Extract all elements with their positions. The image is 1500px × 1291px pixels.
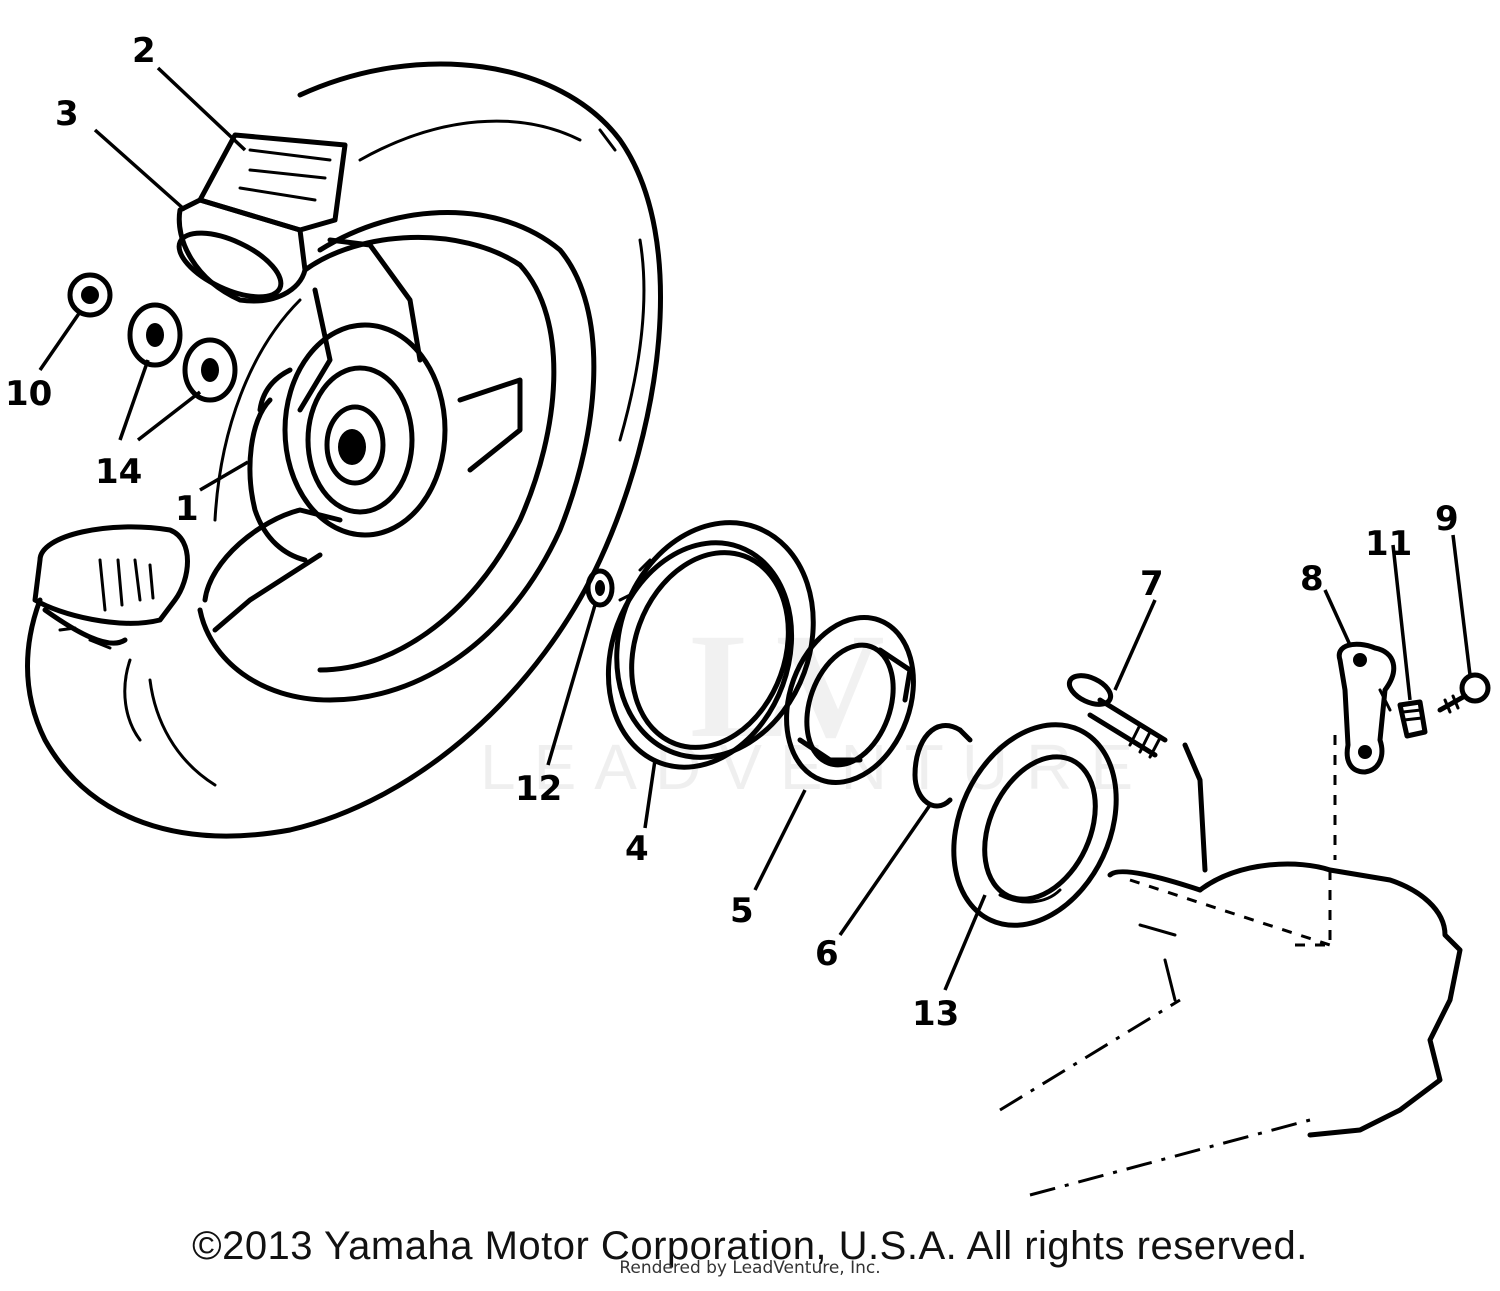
callout-5: 5 xyxy=(730,891,754,931)
callout-8: 8 xyxy=(1300,559,1324,599)
leader-lines xyxy=(38,66,1472,991)
rendered-by-note: Rendered by LeadVenture, Inc. xyxy=(619,1258,881,1278)
callout-labels: 2 3 10 14 1 12 4 5 6 13 7 8 11 9 xyxy=(5,31,1459,1034)
callout-10: 10 xyxy=(5,374,52,414)
oil-seal-part-13 xyxy=(951,722,1119,928)
brake-lever-part-8 xyxy=(1336,641,1397,775)
callout-12: 12 xyxy=(515,769,562,809)
callout-13: 13 xyxy=(912,994,959,1034)
washers-part-14 xyxy=(127,302,238,403)
brake-drum-part-4 xyxy=(605,520,816,770)
seal-part-12 xyxy=(585,568,615,608)
copyright-notice: ©2013 Yamaha Motor Corporation, U.S.A. A… xyxy=(192,1224,1308,1268)
callout-7: 7 xyxy=(1140,564,1164,604)
bolt-part-9 xyxy=(1437,672,1491,714)
callout-11: 11 xyxy=(1365,524,1412,564)
circlip-part-6 xyxy=(912,723,973,809)
cam-bolt-part-7 xyxy=(1066,673,1208,873)
valve-assembly xyxy=(176,132,348,304)
callout-4: 4 xyxy=(625,829,649,869)
nut-part-10 xyxy=(67,272,113,318)
callout-2: 2 xyxy=(132,31,156,71)
callout-6: 6 xyxy=(815,934,839,974)
callout-14: 14 xyxy=(95,452,142,492)
callout-1: 1 xyxy=(175,489,199,529)
wheel-tire-assembly xyxy=(25,61,663,839)
swingarm-outline xyxy=(999,735,1463,1197)
callout-9: 9 xyxy=(1435,499,1459,539)
callout-3: 3 xyxy=(55,94,79,134)
brake-shoe-part-5 xyxy=(784,615,916,785)
spring-part-11 xyxy=(1397,699,1428,739)
